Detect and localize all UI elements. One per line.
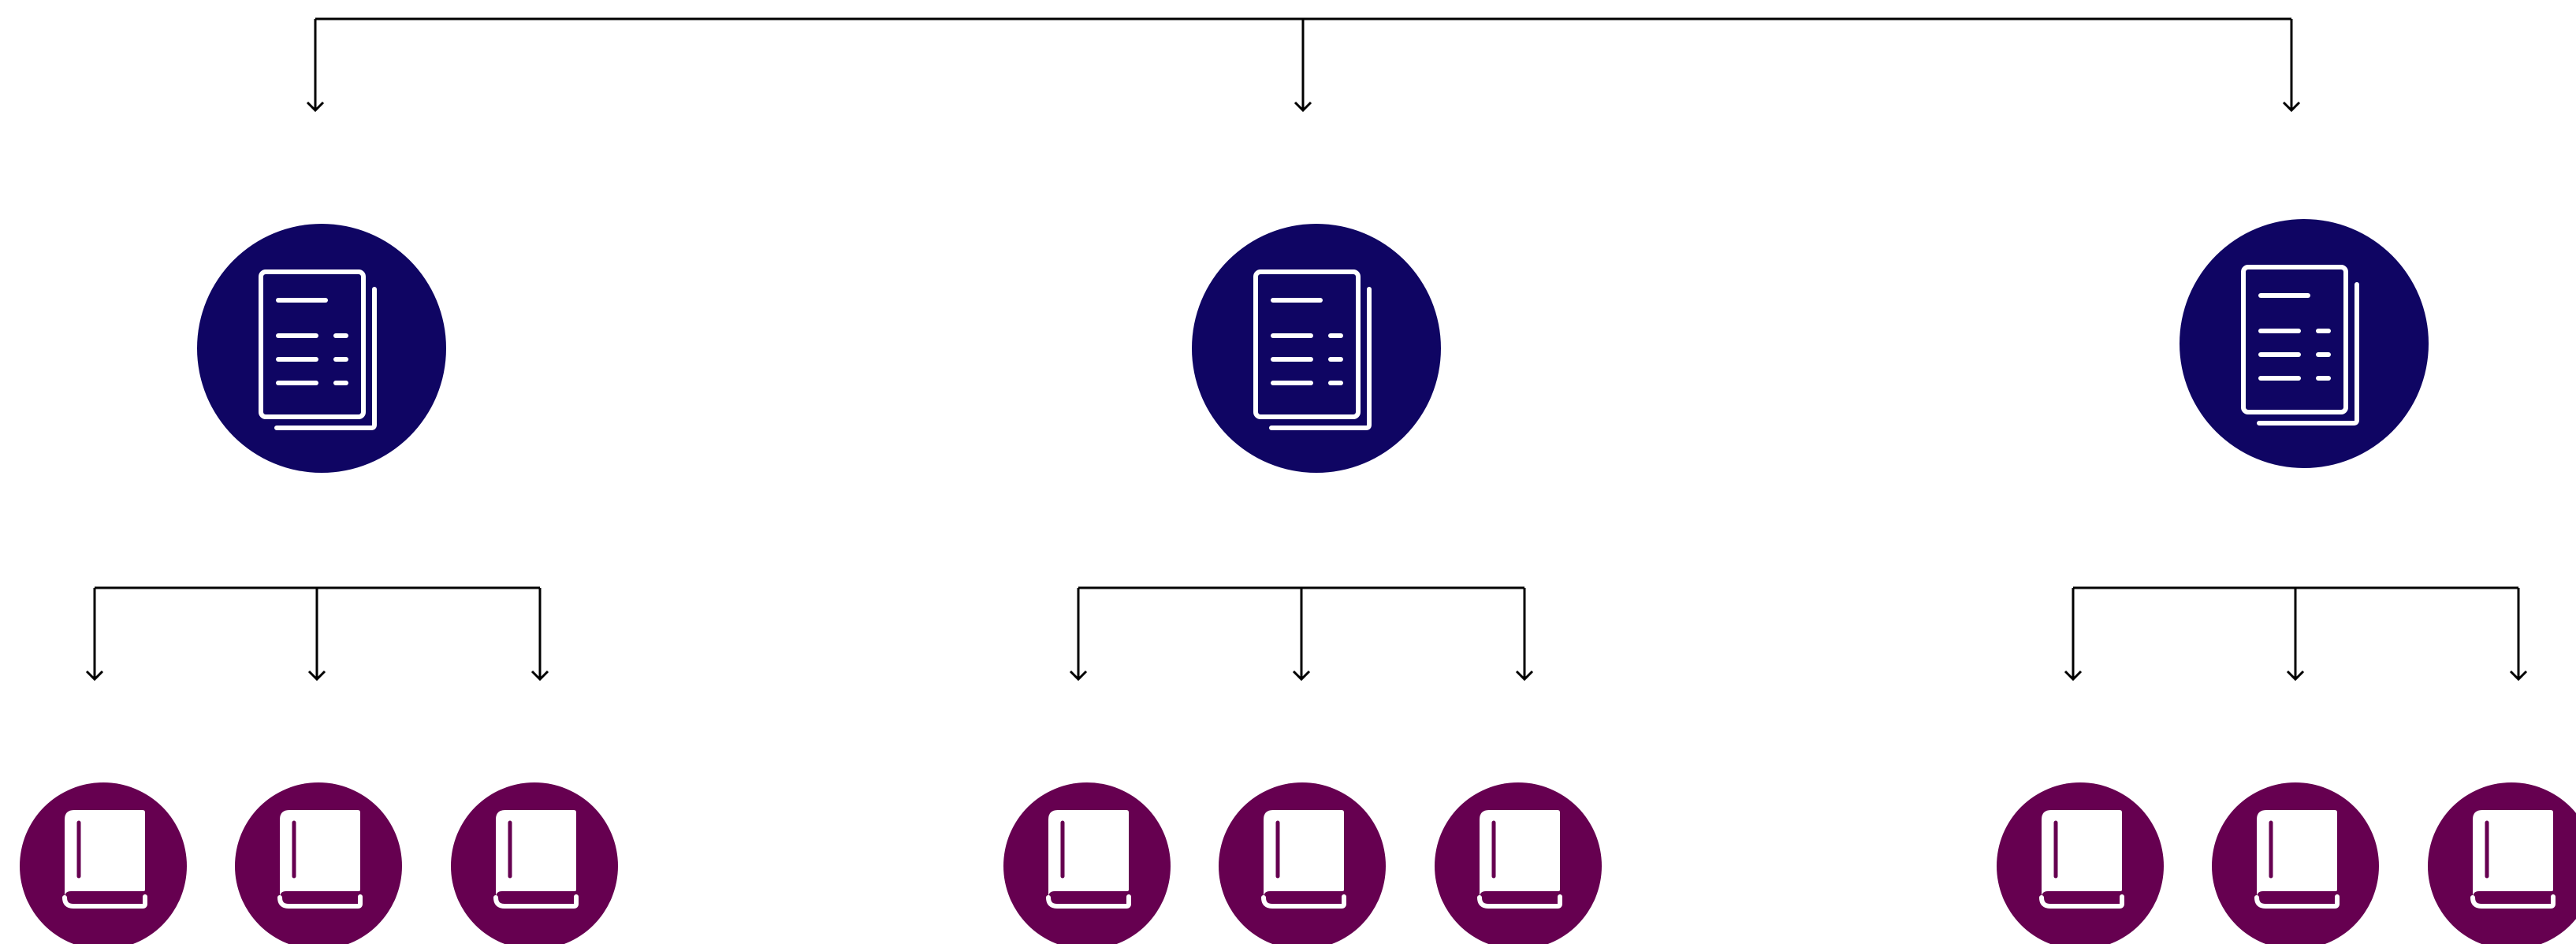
book-node xyxy=(2212,782,2379,944)
document-node-circle xyxy=(1192,224,1441,473)
arrow-head xyxy=(1292,670,1311,682)
arrow-head xyxy=(530,670,549,682)
arrow-head xyxy=(1069,670,1088,682)
arrow-head xyxy=(306,101,325,113)
document-node xyxy=(1192,224,1441,473)
document-node xyxy=(2180,219,2429,468)
document-node xyxy=(197,224,446,473)
book-icon xyxy=(2470,810,2556,909)
book-icon xyxy=(493,810,579,909)
arrow-head xyxy=(85,670,104,682)
connector-lines xyxy=(85,17,2528,682)
book-node xyxy=(451,782,618,944)
arrow-head xyxy=(307,670,326,682)
book-node xyxy=(2428,782,2576,944)
book-icon xyxy=(62,810,147,909)
arrow-head xyxy=(2282,101,2301,113)
arrow-head xyxy=(1515,670,1534,682)
document-nodes xyxy=(197,219,2429,473)
book-icon xyxy=(2039,810,2124,909)
book-node xyxy=(20,782,187,944)
document-node-circle xyxy=(197,224,446,473)
book-icon xyxy=(277,810,363,909)
book-node xyxy=(1997,782,2164,944)
book-node xyxy=(1435,782,1602,944)
document-node-circle xyxy=(2180,219,2429,468)
arrow-head xyxy=(2064,670,2083,682)
arrow-head xyxy=(2509,670,2528,682)
book-node xyxy=(1219,782,1386,944)
book-node xyxy=(1003,782,1171,944)
arrow-head xyxy=(1294,101,1312,113)
book-icon xyxy=(1477,810,1562,909)
book-node xyxy=(235,782,402,944)
book-icon xyxy=(1046,810,1131,909)
arrow-head xyxy=(2286,670,2305,682)
book-icon xyxy=(1261,810,1346,909)
book-icon xyxy=(2254,810,2340,909)
book-nodes xyxy=(20,782,2576,944)
